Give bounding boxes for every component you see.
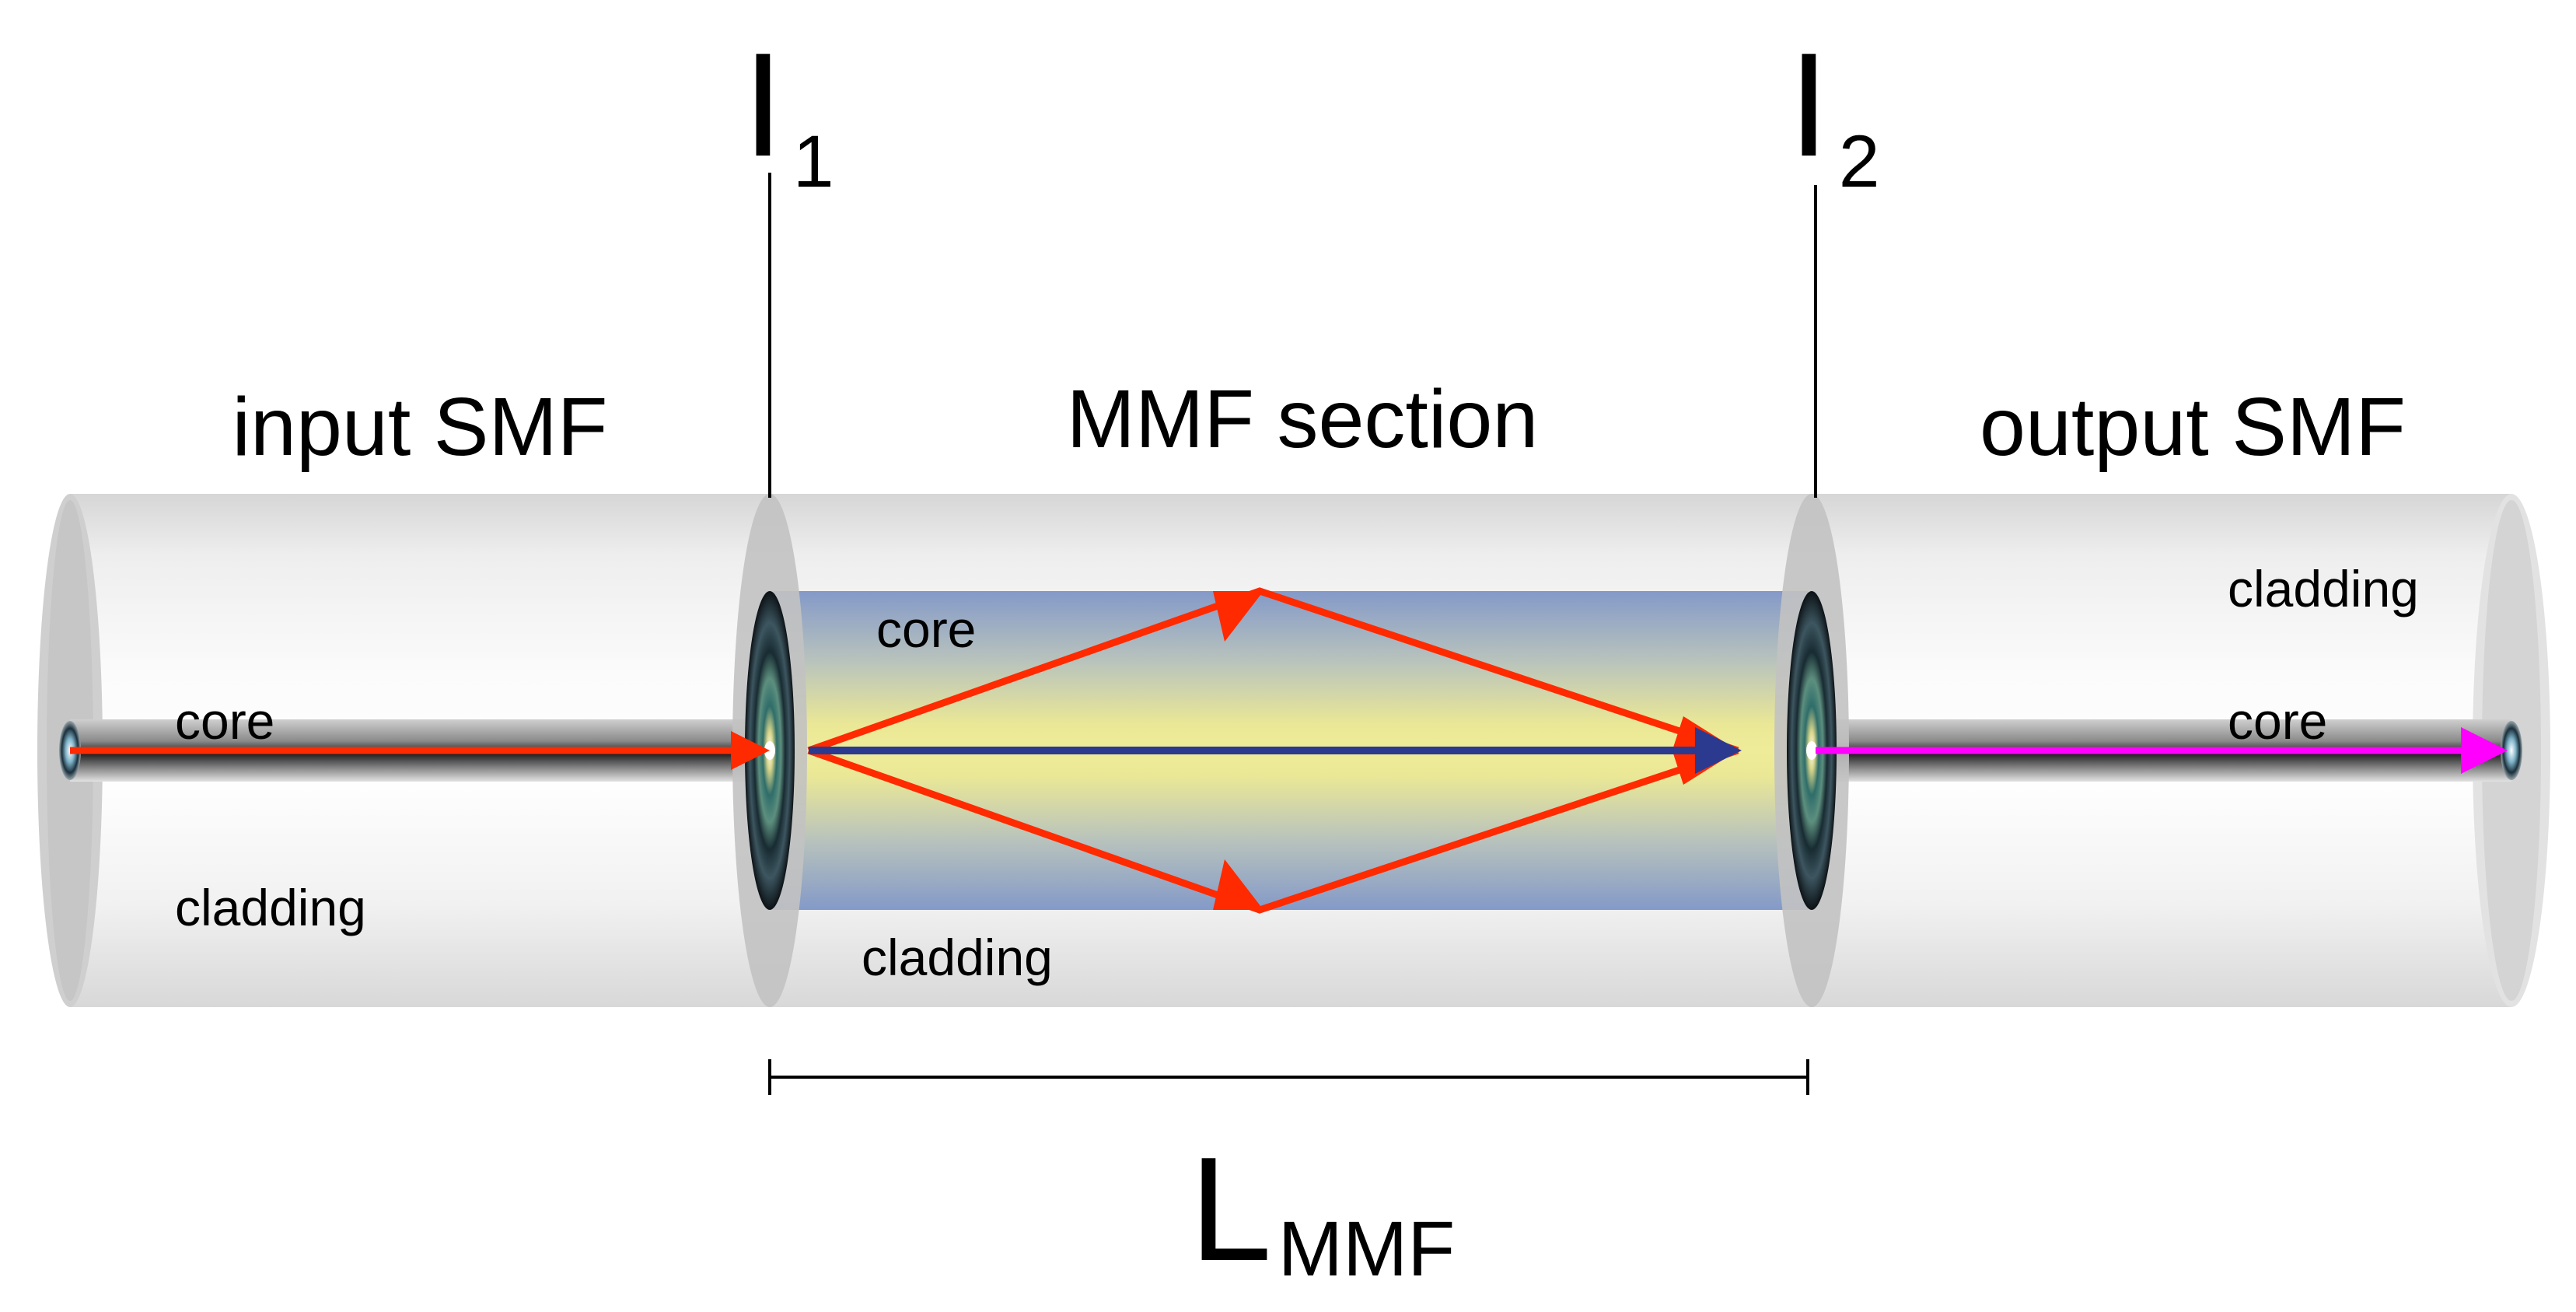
output-cladding-label: cladding (2228, 560, 2419, 618)
interface-2-subscript: 2 (1839, 121, 1880, 203)
output-core-label: core (2228, 692, 2327, 750)
mmf-core-label: core (876, 600, 976, 658)
mmf-section-title: MMF section (1067, 373, 1539, 465)
mmf-length-bracket (768, 1059, 1809, 1095)
output-end-face (2501, 721, 2522, 780)
interface-1-letter: I (743, 23, 784, 187)
mmf-cladding-label: cladding (862, 929, 1053, 986)
interface-2-splice (1774, 494, 1849, 1007)
input-ray (70, 731, 770, 770)
interface-2-letter: I (1788, 23, 1830, 187)
mmf-length-symbol: LMMF (1190, 1127, 1455, 1293)
interface-1-subscript: 1 (793, 121, 834, 203)
input-cladding-label: cladding (175, 879, 366, 936)
length-letter: L (1190, 1127, 1272, 1292)
input-core-label: core (175, 692, 274, 750)
output-smf-title: output SMF (1980, 381, 2406, 473)
length-subscript: MMF (1278, 1205, 1456, 1293)
input-smf-title: input SMF (232, 381, 607, 473)
output-ray (1816, 727, 2508, 774)
axial-ray (809, 727, 1742, 774)
